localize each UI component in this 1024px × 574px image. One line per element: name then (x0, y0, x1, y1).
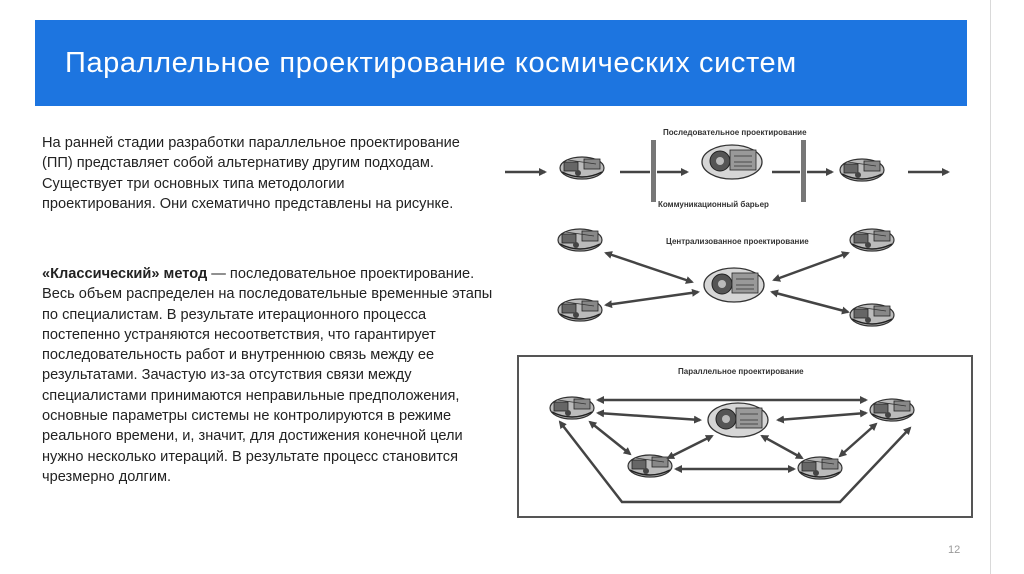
communication-barrier-label: Коммуникационный барьер (658, 200, 769, 209)
page-number: 12 (948, 544, 961, 556)
sequential-design-label: Последовательное проектирование (663, 128, 807, 137)
classic-method-term: «Классический» метод (42, 266, 208, 282)
parallel-design-label: Параллельное проектирование (678, 367, 804, 376)
slide-title: Параллельное проектирование космических … (65, 47, 797, 79)
title-bar: Параллельное проектирование космических … (35, 20, 967, 106)
classic-method-text: — последовательное проектирование. Весь … (42, 266, 493, 485)
sequential-design-section: Последовательное проектирование Коммуник… (505, 128, 950, 209)
right-divider (990, 0, 991, 574)
intro-paragraph: На ранней стадии разработки параллельное… (42, 135, 460, 212)
centralized-design-label: Централизованное проектирование (666, 237, 809, 246)
classic-method-paragraph: «Классический» метод — последовательное … (42, 264, 502, 487)
design-methods-diagram: Последовательное проектирование Коммуник… (505, 128, 973, 518)
parallel-design-section: Параллельное проектирование (517, 355, 973, 518)
centralized-design-section: Централизованное проектирование (557, 228, 895, 327)
